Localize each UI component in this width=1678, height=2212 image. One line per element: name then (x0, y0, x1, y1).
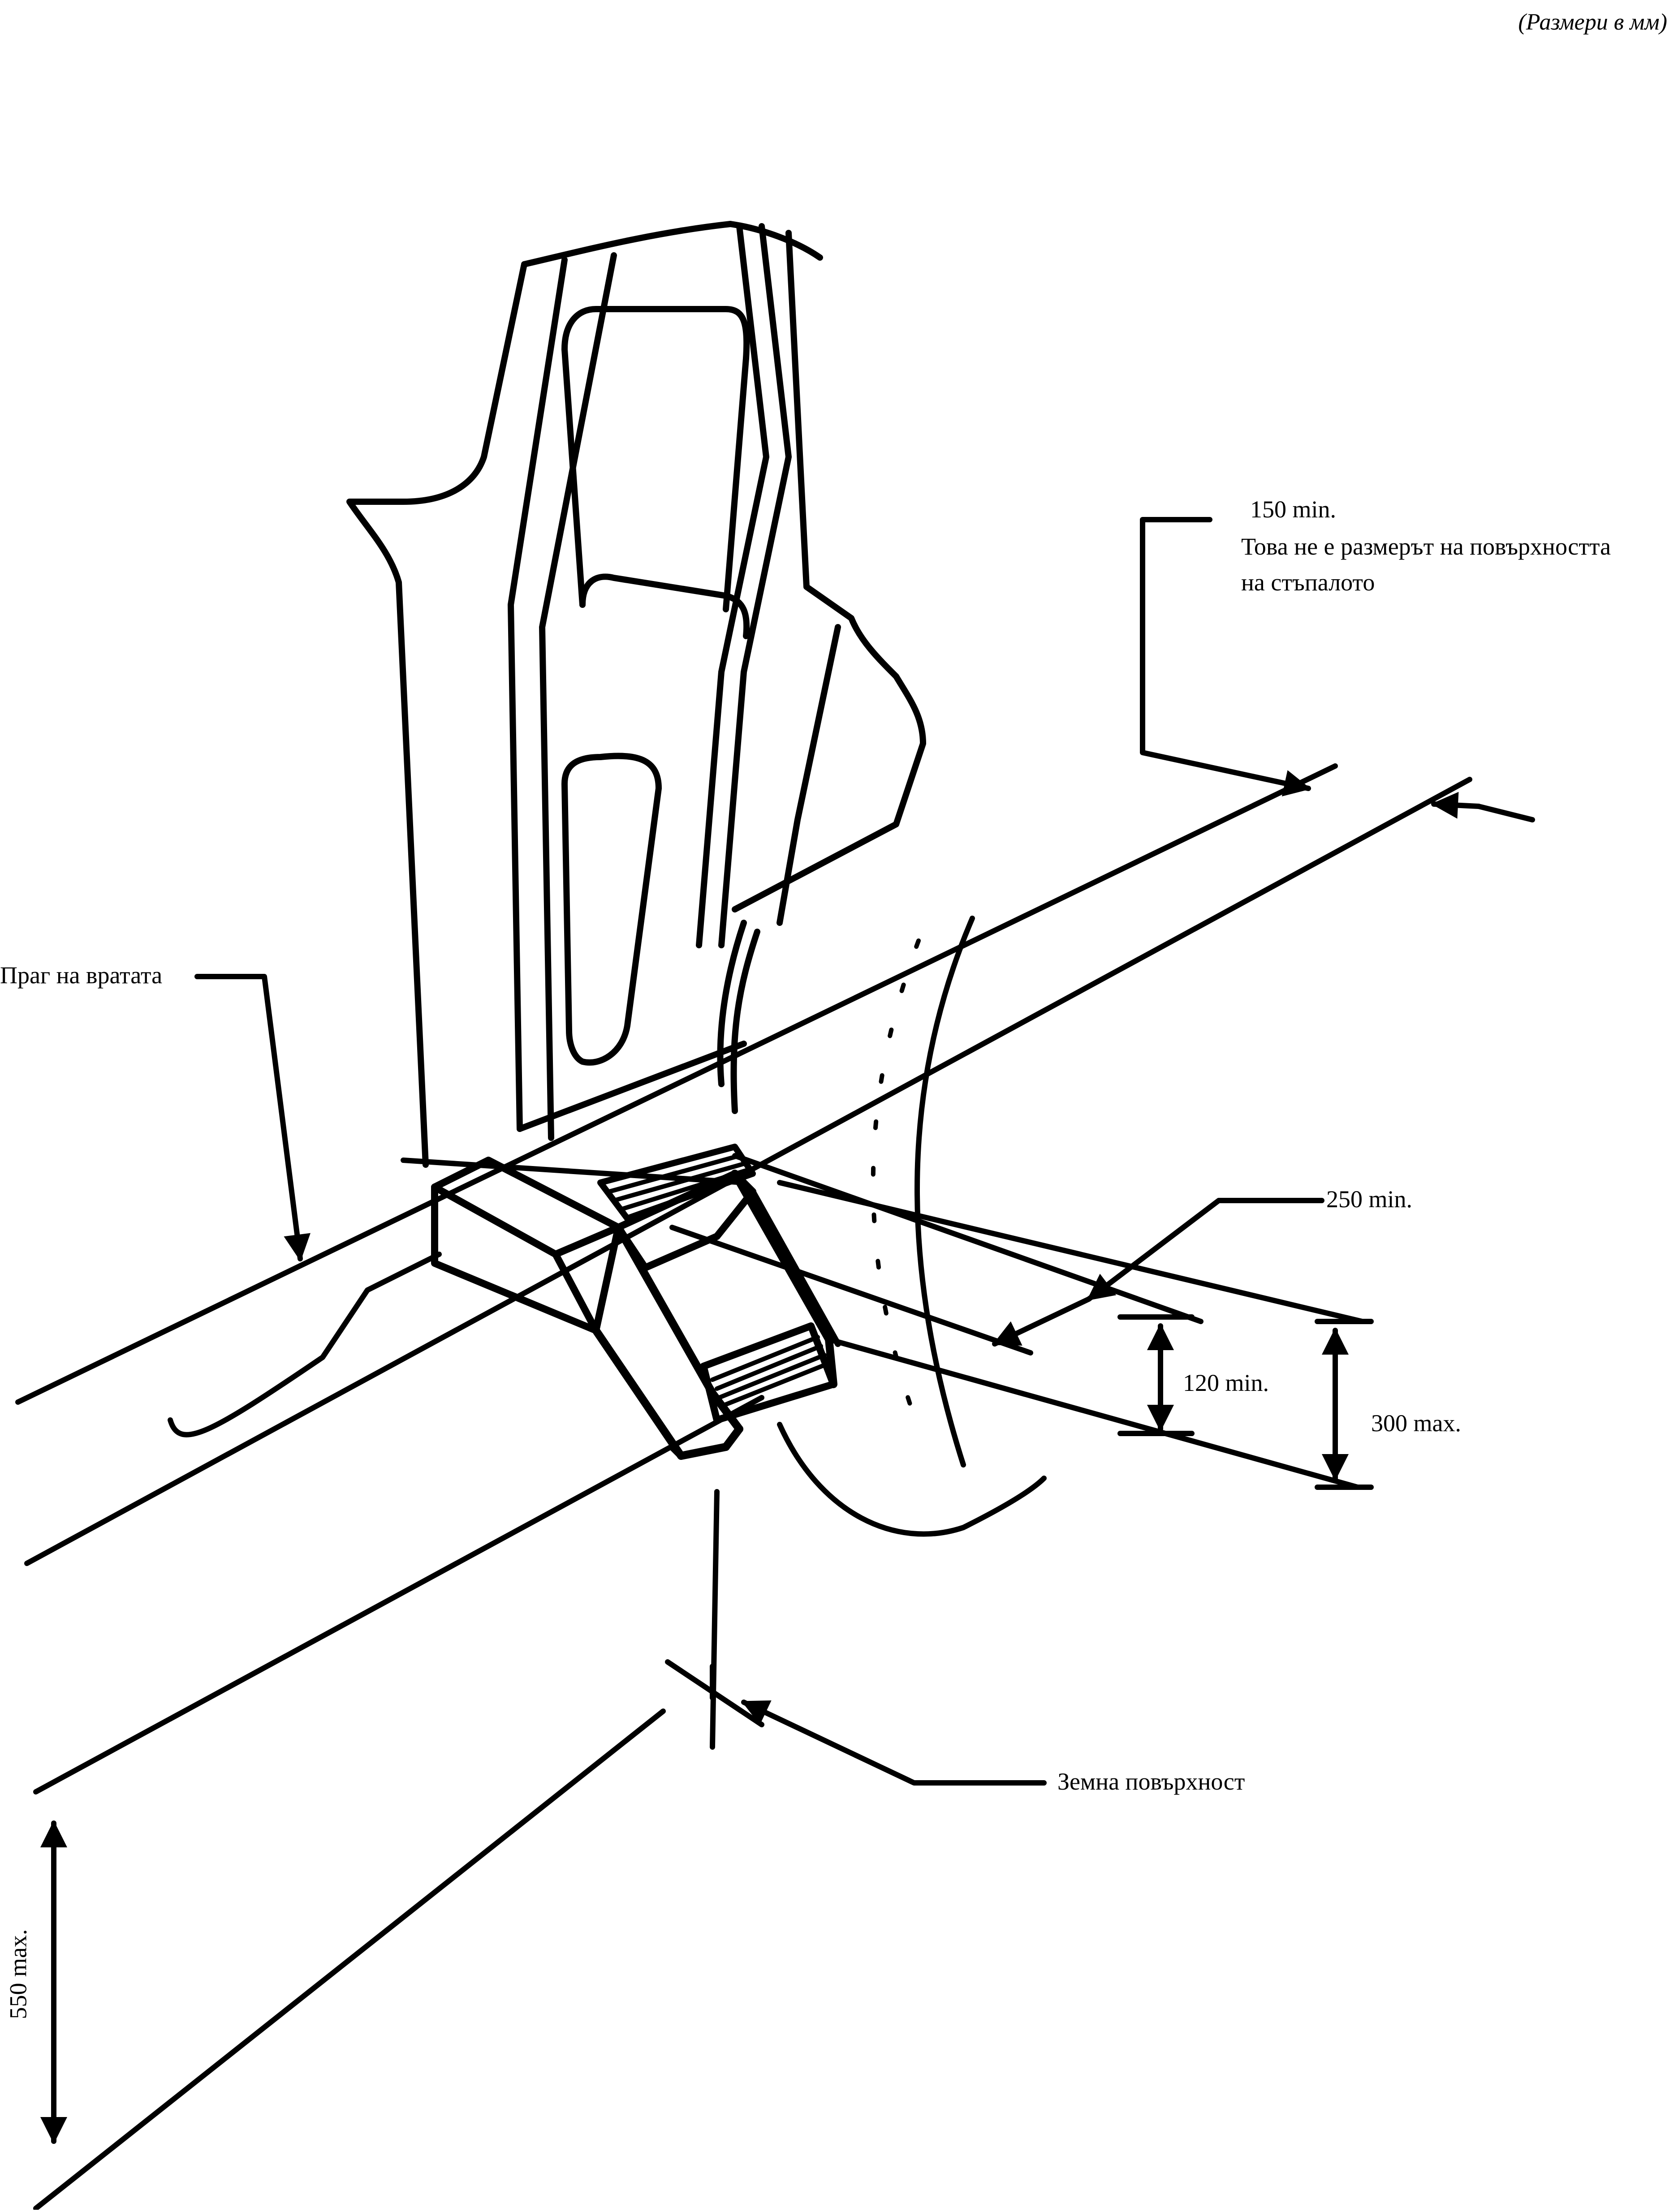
dim-550-max-label: 550 max. (4, 1929, 32, 2019)
step-assembly (431, 1144, 841, 1750)
dimension-lines (33, 517, 1535, 2211)
dim-120-min-label: 120 min. (1183, 1369, 1269, 1396)
door-pillar (346, 221, 926, 1168)
dim-150-min-label: 150 min. (1250, 496, 1337, 523)
wheel-arch (777, 916, 1047, 1537)
ground-surface-label: Земна повърхност (1057, 1768, 1245, 1795)
door-sill-label: Праг на вратата (0, 962, 163, 989)
dim-300-max-label: 300 max. (1371, 1410, 1461, 1437)
vehicle-side-lines (15, 763, 1472, 1795)
note-line-2: на стъпалото (1241, 569, 1375, 596)
dim-250-min-label: 250 min. (1326, 1186, 1413, 1213)
units-note: (Размери в мм) (1518, 9, 1667, 35)
note-line-1: Това не е размерът на повърхността (1241, 533, 1611, 560)
